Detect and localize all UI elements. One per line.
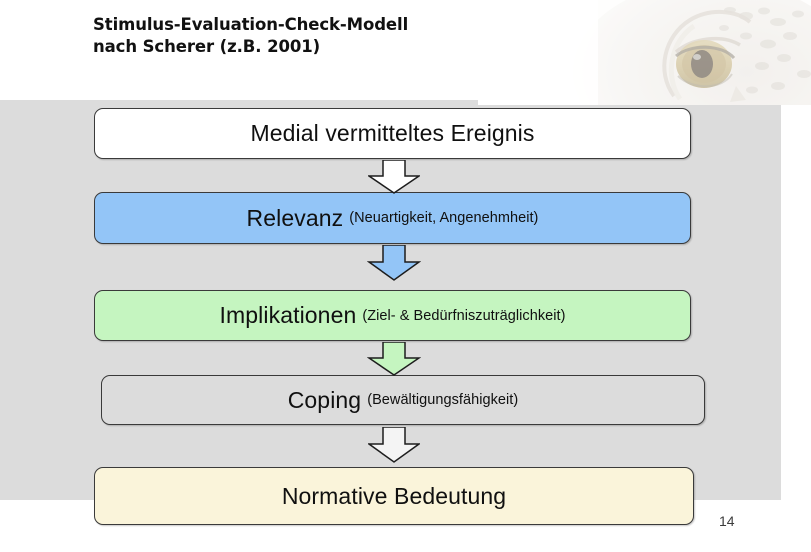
flow-box-implikationen-primary: Implikationen — [219, 302, 357, 328]
arrow-down-icon-implikationen-coping — [367, 342, 421, 376]
flow-box-implikationen-secondary: (Ziel- & Bedürfniszuträglichkeit) — [362, 307, 566, 324]
flow-box-coping-primary: Coping — [287, 386, 362, 413]
page-title: Stimulus-Evaluation-Check-Modell nach Sc… — [93, 14, 493, 58]
page-number: 14 — [719, 513, 735, 529]
owl-photo-icon — [478, 0, 811, 105]
flow-box-relevanz-secondary: (Neuartigkeit, Angenehmheit) — [349, 210, 539, 226]
slide-header: Stimulus-Evaluation-Check-Modell nach Sc… — [0, 0, 811, 105]
title-line-2: nach Scherer (z.B. 2001) — [93, 37, 321, 56]
flow-box-implikationen[interactable]: Implikationen (Ziel- & Bedürfniszuträgli… — [94, 290, 691, 341]
flow-box-relevanz[interactable]: Relevanz (Neuartigkeit, Angenehmheit) — [94, 192, 691, 244]
flow-box-coping[interactable]: Coping (Bewältigungsfähigkeit) — [101, 375, 705, 425]
arrow-down-icon-relevanz-implikationen — [367, 245, 421, 281]
flow-box-normative-bedeutung-primary: Normative Bedeutung — [281, 482, 507, 509]
flow-box-ereignis[interactable]: Medial vermitteltes Ereignis — [94, 108, 691, 159]
flow-box-normative-bedeutung[interactable]: Normative Bedeutung — [94, 467, 694, 525]
flow-box-ereignis-primary: Medial vermitteltes Ereignis — [250, 120, 535, 146]
arrow-down-icon-ereignis-relevanz — [368, 160, 420, 194]
arrow-down-icon-coping-normative — [368, 427, 420, 463]
flow-box-coping-secondary: (Bewältigungsfähigkeit) — [367, 392, 519, 408]
title-line-1: Stimulus-Evaluation-Check-Modell — [93, 15, 409, 34]
flow-box-relevanz-primary: Relevanz — [246, 204, 344, 231]
